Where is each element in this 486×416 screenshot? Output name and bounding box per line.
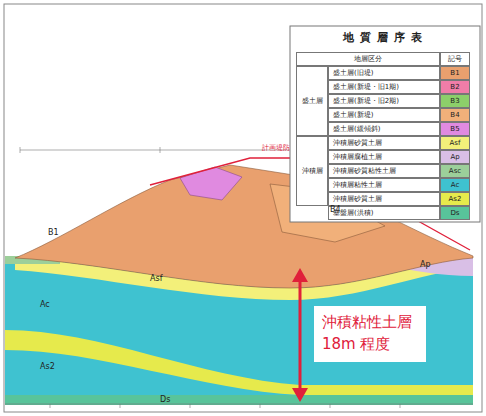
legend-swatch: B3 bbox=[440, 94, 470, 108]
layer-label: Ap bbox=[420, 260, 431, 269]
legend-text: 盛土層(緩傾斜) bbox=[333, 124, 380, 134]
legend-text: 盛土層(新堤・旧1期) bbox=[333, 82, 399, 92]
legend-name: 沖積層砂質土層 bbox=[328, 192, 440, 206]
group-text: 盛土層 bbox=[302, 96, 323, 106]
legend-name: 盛土層(旧堤) bbox=[328, 66, 440, 80]
legend-swatch: Ap bbox=[440, 150, 470, 164]
legend-swatch: B1 bbox=[440, 66, 470, 80]
table-header: 記号 bbox=[440, 52, 470, 66]
layer-label: Ds bbox=[160, 395, 170, 404]
layer-label-text: Ap bbox=[420, 260, 431, 269]
legend-name: 盛土層(新堤・旧1期) bbox=[328, 80, 440, 94]
layer-label: 計画堤防 bbox=[262, 143, 290, 153]
layer-label-text: 計画堤防 bbox=[262, 144, 290, 152]
layer-symbol: B3 bbox=[450, 97, 459, 105]
layer-symbol: Asf bbox=[450, 139, 461, 147]
layer-label-text: As2 bbox=[40, 362, 55, 371]
legend-text: 沖積層砂質粘性土層 bbox=[333, 166, 396, 176]
legend-name: 沖積層粘性土層 bbox=[328, 178, 440, 192]
layer-symbol: Ap bbox=[450, 153, 459, 161]
legend-text: 沖積層腐植土層 bbox=[333, 152, 382, 162]
legend-name: 沖積層砂質粘性土層 bbox=[328, 164, 440, 178]
layer-label-text: Asf bbox=[150, 274, 162, 283]
layer-label-text: Ac bbox=[40, 300, 50, 309]
legend-swatch: B2 bbox=[440, 80, 470, 94]
legend-swatch: Ac bbox=[440, 178, 470, 192]
layer-symbol: As2 bbox=[449, 195, 462, 203]
legend-name: 盛土層(新堤) bbox=[328, 108, 440, 122]
legend-name: 沖積層砂質土層 bbox=[328, 136, 440, 150]
legend-text: 盛土層(旧堤) bbox=[333, 68, 373, 78]
group-cell: 沖積層 bbox=[296, 136, 328, 206]
legend-name: 盛土層(新堤・旧2期) bbox=[328, 94, 440, 108]
layer-symbol: Asc bbox=[449, 167, 461, 175]
header-text: 記号 bbox=[448, 54, 462, 64]
legend-name: 基盤層(洪積) bbox=[328, 206, 440, 220]
layer-symbol: Ds bbox=[450, 209, 459, 217]
legend-text: 盛土層(新堤・旧2期) bbox=[333, 96, 399, 106]
legend-swatch: As2 bbox=[440, 192, 470, 206]
layer-label: As2 bbox=[40, 362, 55, 371]
layer-symbol: B2 bbox=[450, 83, 459, 91]
callout-text: 沖積粘性土層 18m 程度 bbox=[322, 312, 418, 356]
layer-symbol: B1 bbox=[450, 69, 459, 77]
table-header: 地層区分 bbox=[296, 52, 440, 66]
group-text: 沖積層 bbox=[302, 166, 323, 176]
legend-text: 沖積層砂質土層 bbox=[333, 194, 382, 204]
callout-box: 沖積粘性土層 18m 程度 bbox=[314, 306, 426, 362]
layer-label-text: Ds bbox=[160, 395, 170, 404]
layer-label: B4 bbox=[330, 205, 341, 214]
legend-name: 沖積層腐植土層 bbox=[328, 150, 440, 164]
table-title: 地質層序表 bbox=[290, 30, 480, 45]
legend-text: 盛土層(新堤) bbox=[333, 110, 373, 120]
layer-label-text: B4 bbox=[330, 205, 341, 214]
layer-label: Ac bbox=[40, 300, 50, 309]
group-cell: 盛土層 bbox=[296, 66, 328, 136]
layer-symbol: B5 bbox=[450, 125, 459, 133]
title-text: 地質層序表 bbox=[343, 31, 428, 44]
layer-symbol: B4 bbox=[450, 111, 459, 119]
legend-swatch: Asc bbox=[440, 164, 470, 178]
legend-swatch: Asf bbox=[440, 136, 470, 150]
legend-text: 沖積層砂質土層 bbox=[333, 138, 382, 148]
legend-text: 沖積層粘性土層 bbox=[333, 180, 382, 190]
layer-label: Asf bbox=[150, 274, 162, 283]
layer-symbol: Ac bbox=[451, 181, 460, 189]
legend-swatch: Ds bbox=[440, 206, 470, 220]
legend-swatch: B4 bbox=[440, 108, 470, 122]
layer-label: B1 bbox=[48, 228, 59, 237]
layer-label-text: B1 bbox=[48, 228, 59, 237]
header-text: 地層区分 bbox=[354, 54, 382, 64]
legend-name: 盛土層(緩傾斜) bbox=[328, 122, 440, 136]
legend-swatch: B5 bbox=[440, 122, 470, 136]
